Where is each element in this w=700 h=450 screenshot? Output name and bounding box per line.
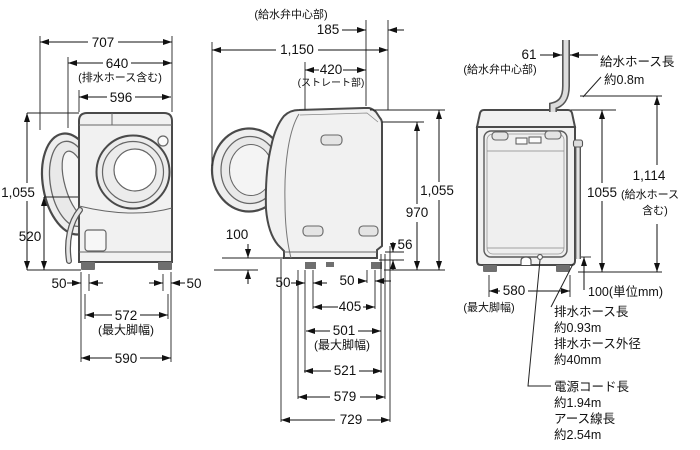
label-drain-hose: 排水ホース長 [554,305,629,319]
rear-foot-right [556,265,570,272]
dim-side-base-depth: 521 [334,363,357,378]
dim-side-height-total: 1,055 [420,183,454,198]
dim-rear-height-with-hose-note1: (給水ホース [621,187,679,201]
foot-right [158,262,172,270]
dim-side-depth-total: 1,150 [280,42,314,57]
label-power-cord: 電源コード長 [554,380,630,394]
label-power-cord-length: 約1.94m [554,395,601,410]
drum-window [113,148,157,192]
rear-foot-left [483,265,497,272]
dim-rear-valve-offset: 61 [521,47,536,62]
rear-panel [483,130,568,258]
side-view-drawing [210,107,383,269]
rear-vent-right [528,136,542,144]
handle-slot-bottom-front [302,225,324,237]
label-drain-hose-od-value: 約40mm [554,352,601,367]
dim-side-max-foot-width-note: (最大脚幅) [314,337,370,352]
label-drain-hose-od: 排水ホース外径 [554,337,641,351]
dim-side-total-depth: 729 [340,412,363,427]
rear-view-drawing [475,40,584,272]
dim-rear-max-foot-width: 580 [503,283,526,298]
dim-side-front-clearance: 100 [226,227,249,242]
dim-rear-valve-note: (給水弁中心部) [463,62,536,76]
dim-side-valve-offset: 185 [317,22,340,37]
label-drain-hose-length: 約0.93m [554,320,601,335]
drain-filter-door [84,229,107,252]
dim-side-clearance-front: 50 [275,275,290,290]
dim-side-height-rear: 970 [406,205,429,220]
dim-front-base-width: 590 [115,351,138,366]
front-view: 707 640 (排水ホース含む) 596 1,055 520 50 50 57… [1,35,201,366]
dim-side-body-depth: 579 [334,389,357,404]
dim-front-height-total: 1,055 [1,185,35,200]
rear-slot-left [491,131,509,141]
dim-rear-height-with-hose-note2: 含む) [642,203,668,217]
handle-slot-bottom-rear [358,225,379,237]
cord-exit-marker [537,254,543,260]
dim-side-max-foot-width: 501 [333,323,356,338]
front-dimension-lines [24,36,185,362]
dim-rear-height-with-hose: 1,114 [633,168,666,183]
dim-front-clearance-left: 50 [51,276,66,291]
label-supply-hose-length: 約0.8m [604,72,644,87]
drain-hose-clip [572,139,584,148]
dim-side-straight-note: (ストレート部) [298,76,365,89]
dim-front-width-with-hose: 640 [106,56,129,71]
rear-top-cap [475,109,577,128]
rear-vent-left [515,137,528,145]
foot-front [305,262,316,269]
dim-front-width-with-hose-note: (排水ホース含む) [78,70,162,84]
rear-view: 61 (給水弁中心部) 給水ホース長 約0.8m 1055 1,114 (給水ホ… [463,40,679,442]
side-dimension-lines [211,20,445,423]
rear-slot-right [544,130,562,140]
foot-rear [371,262,382,269]
dim-front-width-total: 707 [92,35,115,50]
dim-side-feet-inner: 405 [339,299,362,314]
dim-side-straight: 420 [320,62,343,77]
dim-front-height-center: 520 [19,229,42,244]
front-view-drawing [40,112,173,270]
side-view: (給水弁中心部) 185 1,150 420 (ストレート部) 1,055 97… [210,7,454,427]
side-cabinet [264,107,383,259]
rear-dimension-lines [489,52,660,387]
handle-slot-top [320,134,343,146]
dim-front-max-foot-width: 572 [115,308,138,323]
drain-plug [326,262,334,267]
label-earth-wire-length: 約2.54m [554,427,601,442]
dim-front-clearance-right: 50 [186,276,201,291]
power-button [157,135,169,147]
dim-side-clearance-rear: 50 [339,273,354,288]
dim-rear-max-foot-width-note: (最大脚幅) [463,300,514,314]
foot-left [81,262,95,270]
rear-bottom-notch [520,256,532,265]
dim-side-rear-step: 56 [397,237,412,252]
dim-rear-height-body: 1055 [587,185,617,200]
label-unit-note: 100(単位mm) [588,284,663,299]
dim-side-valve-note: (給水弁中心部) [254,7,327,21]
dim-front-max-foot-width-note: (最大脚幅) [98,322,154,337]
label-supply-hose: 給水ホース長 [600,55,675,69]
label-earth-wire: アース線長 [554,411,616,426]
dim-front-width-body: 596 [110,90,133,105]
